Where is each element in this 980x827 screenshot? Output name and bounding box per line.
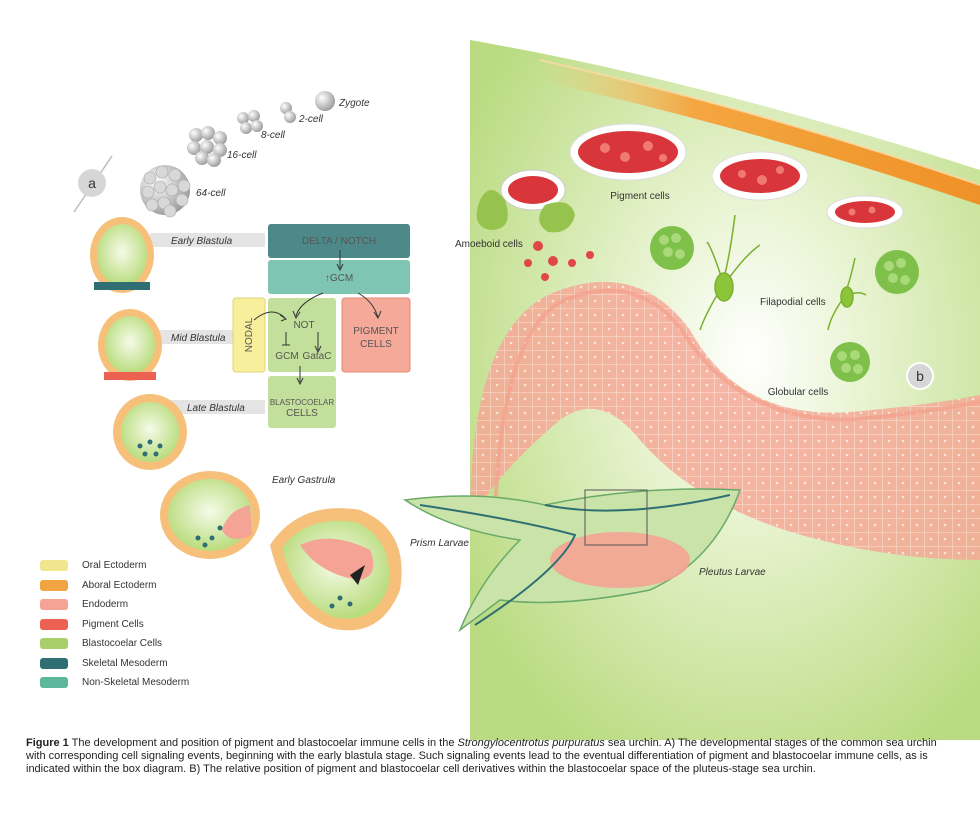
legend-swatch xyxy=(40,677,68,689)
signaling-box-diagram xyxy=(232,224,411,428)
nodal-box: NODAL xyxy=(244,317,255,352)
legend-label: Blastocoelar Cells xyxy=(82,638,163,650)
legend-label: Pigment Cells xyxy=(82,618,144,630)
legend-swatch xyxy=(40,618,68,630)
not-label: NOT xyxy=(293,320,314,331)
figure-caption: Figure 1 The development and position of… xyxy=(26,737,956,777)
amoeboid-cells xyxy=(476,169,594,281)
cleavage-stages xyxy=(140,91,335,218)
legend-swatch xyxy=(40,657,68,669)
delta-notch-box: DELTA / NOTCH xyxy=(302,236,376,247)
pigment-cells-box-line2: CELLS xyxy=(360,339,392,350)
caption-text-1: The development and position of pigment … xyxy=(68,737,458,749)
sixteen-cell-label: 16-cell xyxy=(227,150,257,161)
pluteus-larva xyxy=(402,488,742,633)
prism-larva xyxy=(270,508,402,631)
globular-cells-label: Globular cells xyxy=(768,387,829,398)
legend-swatch xyxy=(40,638,68,650)
legend-item: Skeletal Mesoderm xyxy=(40,654,260,674)
legend-label: Endoderm xyxy=(82,599,129,611)
late-blastula-embryo xyxy=(113,394,187,470)
panel-a-badge xyxy=(73,155,113,213)
panel-a-label: a xyxy=(88,175,96,191)
early-blastula-label: Early Blastula xyxy=(171,236,233,247)
two-cell-label: 2-cell xyxy=(298,114,324,125)
legend-item: Pigment Cells xyxy=(40,615,260,635)
caption-text-2: sea urchin. A) The developmental stages … xyxy=(26,737,937,776)
legend: Oral Ectoderm Aboral Ectoderm Endoderm P… xyxy=(40,556,260,693)
pigment-cells-box-line1: PIGMENT xyxy=(353,326,399,337)
panel-b-label: b xyxy=(916,368,924,384)
pigment-cells-label: Pigment cells xyxy=(610,191,669,202)
eight-cell-label: 8-cell xyxy=(261,130,286,141)
legend-label: Aboral Ectoderm xyxy=(82,579,157,591)
legend-label: Oral Ectoderm xyxy=(82,560,147,572)
pleutus-larvae-label: Pleutus Larvae xyxy=(699,567,766,578)
early-gastrula-label: Early Gastrula xyxy=(272,475,336,486)
early-blastula-embryo xyxy=(90,217,154,293)
early-gastrula-embryo xyxy=(160,471,260,559)
caption-species: Strongylocentrotus purpuratus xyxy=(457,737,605,749)
mid-blastula-embryo xyxy=(98,309,162,381)
legend-swatch xyxy=(40,599,68,611)
caption-figure-label: Figure 1 xyxy=(26,737,69,749)
legend-item: Blastocoelar Cells xyxy=(40,634,260,654)
legend-label: Non-Skeletal Mesoderm xyxy=(82,677,190,689)
legend-item: Non-Skeletal Mesoderm xyxy=(40,673,260,693)
filapodial-cells xyxy=(699,214,867,331)
amoeboid-cells-label: Amoeboid cells xyxy=(455,239,523,250)
filapodial-cells-label: Filapodial cells xyxy=(760,297,826,308)
legend-item: Oral Ectoderm xyxy=(40,556,260,576)
sixtyfour-cell-label: 64-cell xyxy=(196,188,226,199)
globular-cells xyxy=(650,226,919,382)
pluteus-closeup: b xyxy=(470,40,980,740)
figure-illustration: b Pigment cells Amoeboid cells xyxy=(73,40,980,740)
mid-blastula-label: Mid Blastula xyxy=(171,333,226,344)
late-blastula-label: Late Blastula xyxy=(187,403,245,414)
pigment-cells xyxy=(569,123,904,229)
blastocoelar-box-line1: BLASTOCOELAR xyxy=(270,398,335,407)
prism-larvae-label: Prism Larvae xyxy=(410,538,469,549)
legend-item: Aboral Ectoderm xyxy=(40,576,260,596)
gcm-box: ↑GCM xyxy=(325,273,353,284)
blastocoelar-box-line2: CELLS xyxy=(286,408,318,419)
panel-b-badge xyxy=(906,362,934,390)
legend-swatch xyxy=(40,560,68,572)
legend-label: Skeletal Mesoderm xyxy=(82,657,168,669)
gatac-label: GataC xyxy=(303,351,332,362)
legend-item: Endoderm xyxy=(40,595,260,615)
zygote-label: Zygote xyxy=(338,98,370,109)
legend-swatch xyxy=(40,579,68,591)
gcm-node-label: GCM xyxy=(275,351,298,362)
